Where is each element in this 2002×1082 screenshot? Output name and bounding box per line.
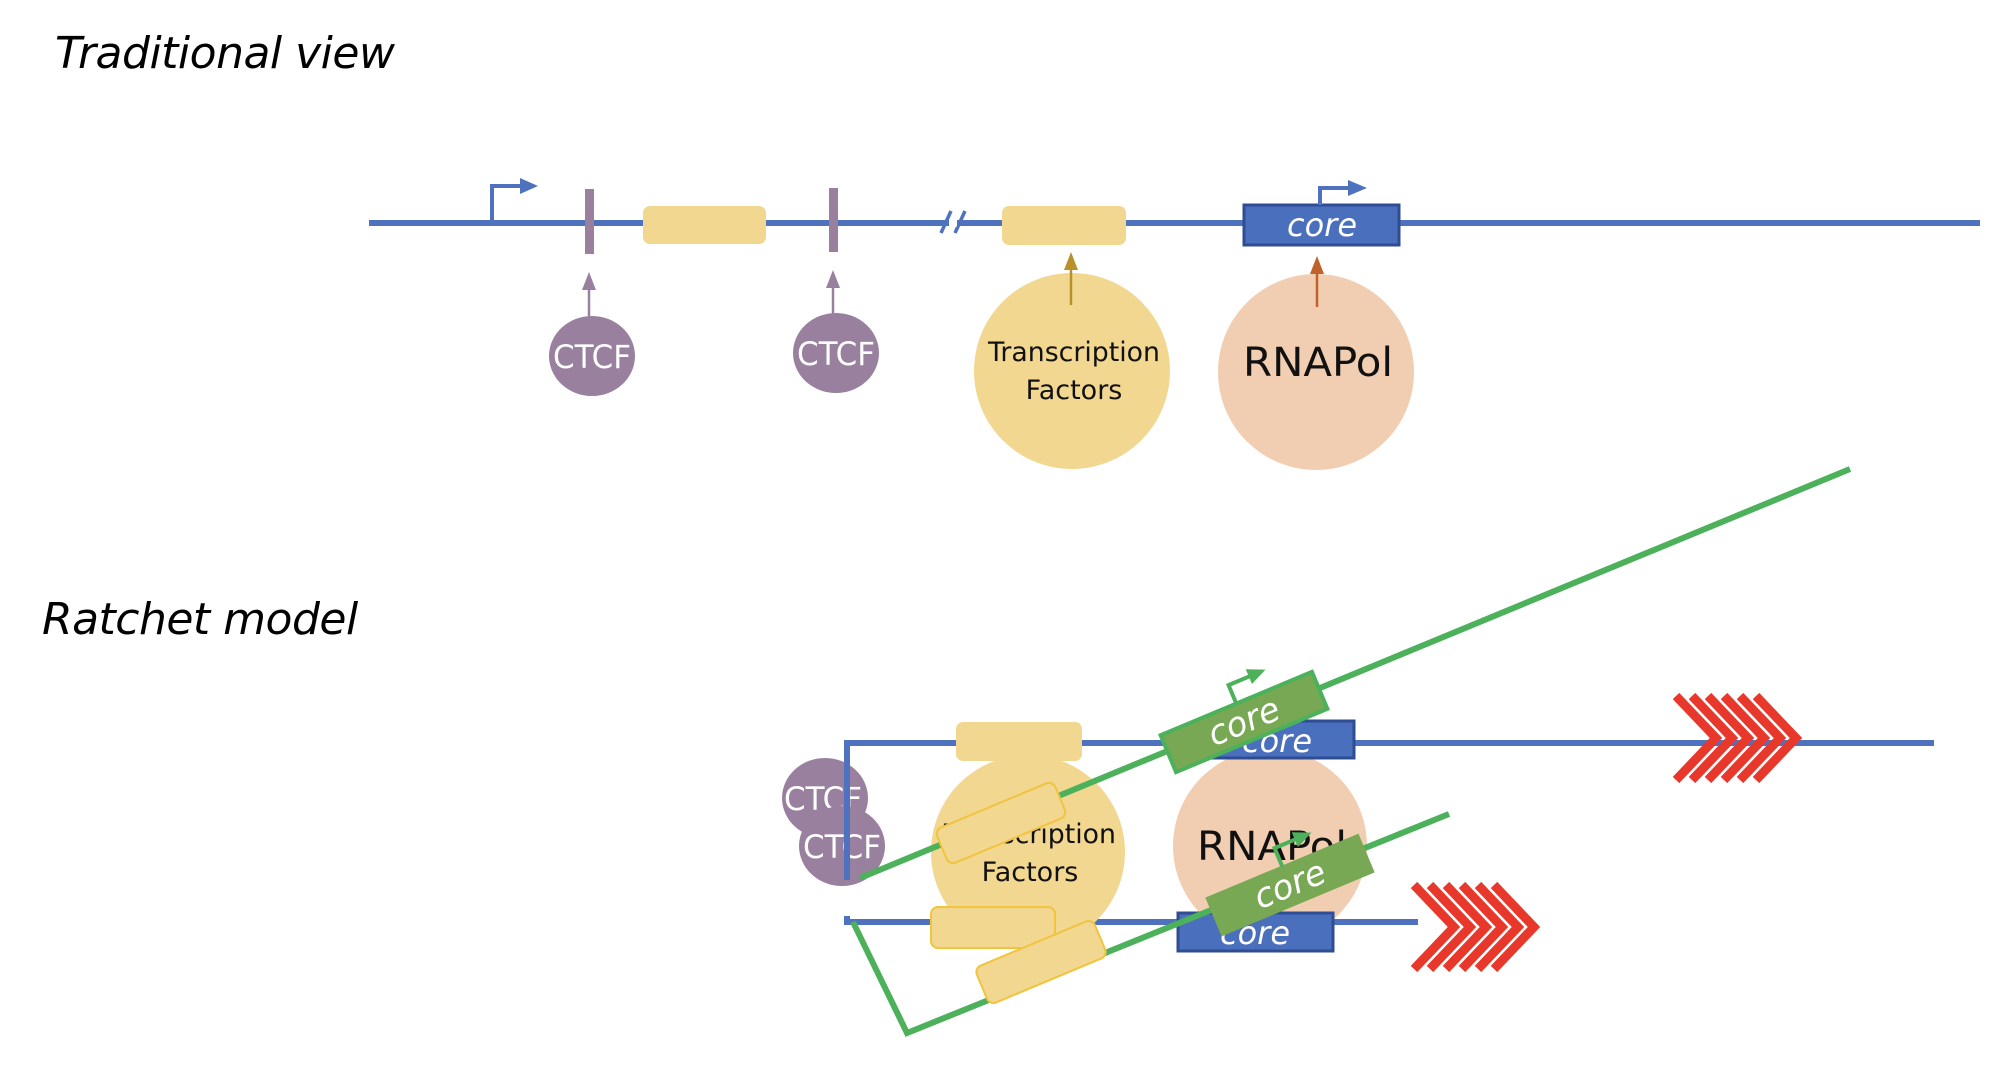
chevron-icon <box>1736 692 1787 784</box>
tss-arrow-icon <box>1318 180 1367 205</box>
enhancer-box <box>956 722 1082 761</box>
enhancer-box <box>1002 206 1126 245</box>
chevron-icon <box>1410 881 1461 973</box>
binding-arrow-icon <box>826 270 840 316</box>
enhancer-box <box>643 206 766 244</box>
tss-arrow-icon <box>1271 832 1312 868</box>
green-strand-lower: core <box>850 811 1451 1037</box>
chevron-icon <box>1426 881 1477 973</box>
ctcf-label: CTCF <box>803 828 881 866</box>
core-promoter-green: core <box>1205 832 1375 937</box>
chevron-icon <box>1672 692 1723 784</box>
ctcf-protein: CTCF <box>799 806 885 886</box>
cohesin-extrusion-chevrons-icon <box>1410 881 1541 973</box>
traditional-view-panel: core CTCF CTCF Transcriptio <box>369 178 1980 470</box>
enhancer-box <box>975 920 1107 1004</box>
ctcf-binding-site <box>585 189 594 254</box>
tf-label-line2: Factors <box>982 857 1079 888</box>
core-label: core <box>1287 206 1357 244</box>
ctcf-protein: CTCF <box>549 316 635 396</box>
tf-label-line1: Transcription <box>987 337 1160 368</box>
tss-arrow-icon <box>1225 669 1266 705</box>
ctcf-label: CTCF <box>797 335 875 373</box>
tf-label-line2: Factors <box>1026 375 1123 406</box>
chevron-icon <box>1458 881 1509 973</box>
ctcf-label: CTCF <box>553 338 631 376</box>
tss-arrow-icon <box>490 178 538 223</box>
ratchet-model-panel: CTCF CTCF Transcription Factors RNAPol c… <box>782 466 1934 1037</box>
chevron-icon <box>1720 692 1771 784</box>
title-ratchet-model: Ratchet model <box>42 594 358 645</box>
enhancer-box <box>930 906 1056 949</box>
chevron-icon <box>1474 881 1525 973</box>
ctcf-protein: CTCF <box>793 313 879 393</box>
cohesin-extrusion-chevrons-icon <box>1672 692 1803 784</box>
sequence-break-icon <box>939 210 967 234</box>
enhancer-box <box>935 781 1067 865</box>
ctcf-binding-site <box>829 188 838 252</box>
chevron-icon <box>1704 692 1755 784</box>
chevron-icon <box>1688 692 1739 784</box>
title-traditional-view: Traditional view <box>55 28 395 79</box>
chevron-icon <box>1490 881 1541 973</box>
chevron-icon <box>1752 692 1803 784</box>
binding-arrow-icon <box>582 272 596 318</box>
rna-polymerase-protein: RNAPol <box>1218 256 1414 470</box>
core-promoter: core <box>1242 203 1401 247</box>
rnapol-label: RNAPol <box>1243 340 1393 386</box>
transcription-factors-protein: Transcription Factors <box>974 252 1170 469</box>
chevron-icon <box>1442 881 1493 973</box>
